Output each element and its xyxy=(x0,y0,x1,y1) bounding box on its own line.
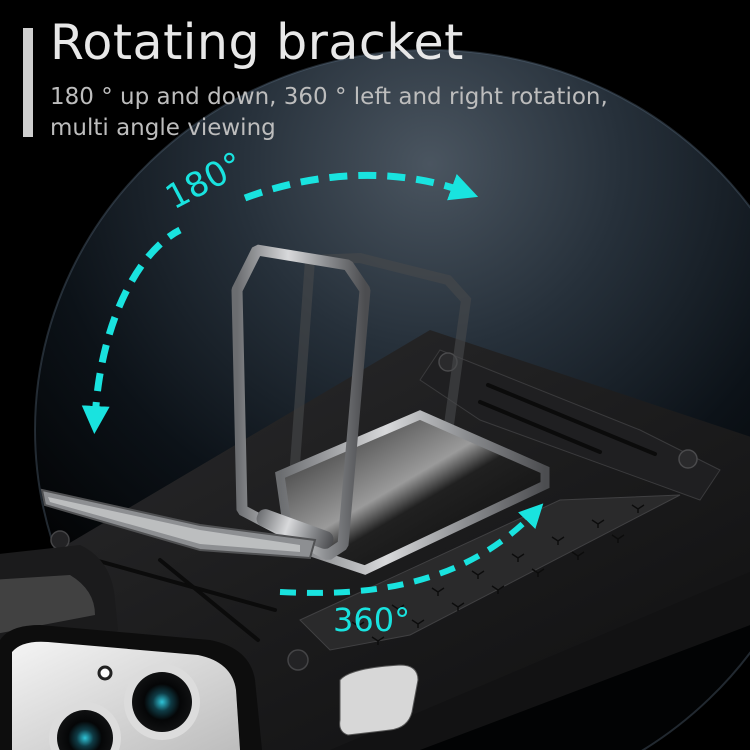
title-accent-bar xyxy=(23,28,33,137)
rotation-360-label: 360° xyxy=(333,601,411,639)
description-line: 180 ° up and down, 360 ° left and right … xyxy=(50,84,608,110)
rotation-360-arrow-icon xyxy=(279,503,544,596)
page-title: Rotating bracket xyxy=(50,14,464,71)
camera-lens xyxy=(124,664,200,740)
camera-lens xyxy=(49,702,121,750)
feature-description: 180 ° up and down, 360 ° left and right … xyxy=(50,82,690,144)
description-line: multi angle viewing xyxy=(50,115,276,141)
rotation-180-arrow-icon xyxy=(95,171,465,420)
